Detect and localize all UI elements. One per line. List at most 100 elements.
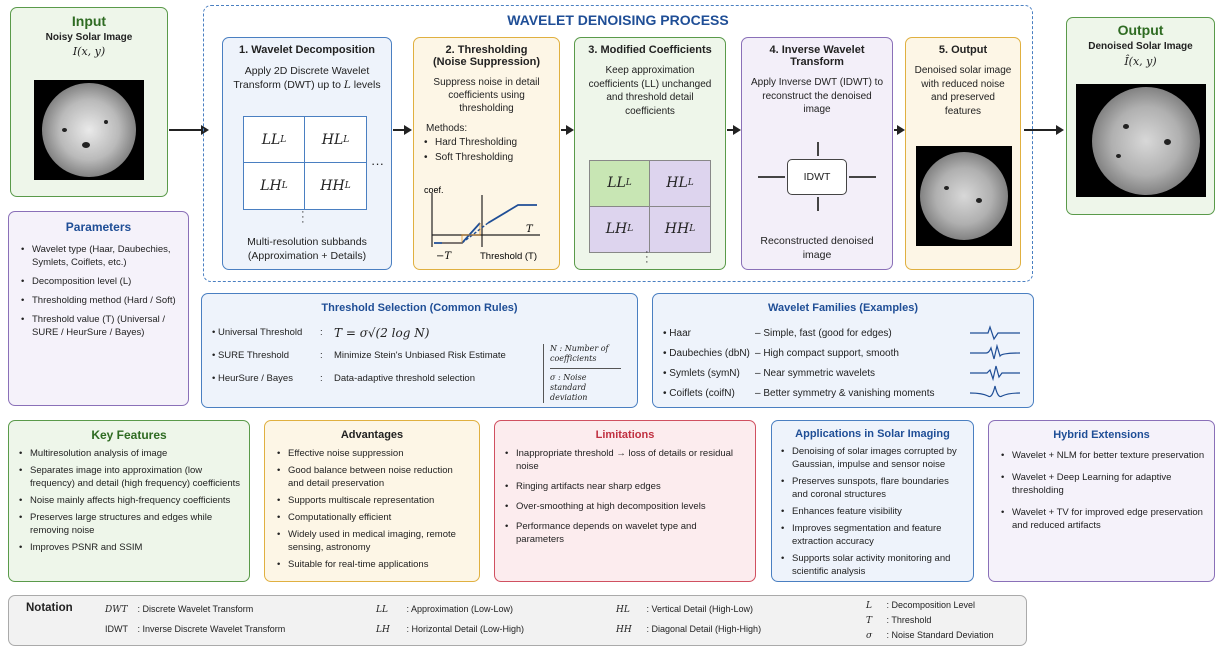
hybrid-title: Hybrid Extensions (1053, 429, 1150, 441)
advantage-item: Good balance between noise reduction and… (277, 464, 471, 490)
denoised-solar-image (1076, 84, 1206, 197)
notation-entry: DWT : Discrete Wavelet Transform (105, 604, 254, 615)
notation-entry: LH : Horizontal Detail (Low-High) (376, 624, 525, 635)
output-title: Output (1117, 22, 1164, 38)
application-item: Preserves sunspots, flare boundaries and… (781, 475, 967, 501)
threshold-selection-title: Threshold Selection (Common Rules) (321, 302, 518, 314)
input-title: Input (71, 13, 107, 29)
plot-neg-t-label: −T (436, 251, 452, 262)
output-subtitle: Denoised Solar Image (1088, 41, 1193, 52)
step-3-modified: 3. Modified Coefficients Keep approximat… (574, 37, 726, 270)
step-1-footer: Multi-resolution subbands (Approximation… (247, 236, 367, 262)
hybrid-item: Wavelet + TV for improved edge preservat… (1001, 506, 1206, 532)
notation-entry: HL : Vertical Detail (High-Low) (616, 604, 754, 615)
arrow-step2-3 (561, 125, 574, 135)
arrow-step3-4 (727, 125, 741, 135)
plot-ylabel: coef. (424, 185, 444, 195)
hybrid-item: Wavelet + NLM for better texture preserv… (1001, 449, 1206, 462)
application-item: Improves segmentation and feature extrac… (781, 522, 967, 548)
input-subtitle: Noisy Solar Image (45, 32, 133, 43)
feature-item: Multiresolution analysis of image (19, 447, 241, 460)
limitation-item: Ringing artifacts near sharp edges (505, 480, 747, 493)
step-2-thresholding: 2. Thresholding (Noise Suppression) Supp… (413, 37, 560, 270)
idwt-block: IDWT (787, 159, 847, 195)
application-item: Denoising of solar images corrupted by G… (781, 445, 967, 471)
advantages-title: Advantages (340, 429, 404, 441)
key-features-panel: Key Features Multiresolution analysis of… (8, 420, 250, 582)
arrow-step1-2 (393, 125, 412, 135)
step-1-decomposition: 1. Wavelet Decomposition Apply 2D Discre… (222, 37, 392, 270)
family-row: • Coiflets (coifN)– Better symmetry & va… (663, 383, 1028, 403)
limitation-item: Performance depends on wavelet type and … (505, 520, 747, 546)
limitations-panel: Limitations Inappropriate threshold → lo… (494, 420, 756, 582)
advantage-item: Widely used in medical imaging, remote s… (277, 528, 471, 554)
input-math: I(x, y) (72, 45, 106, 58)
step-2-title2: (Noise Suppression) (433, 56, 540, 68)
arrow-left-idwt (758, 176, 785, 178)
plot-t-label: T (526, 224, 534, 235)
applications-panel: Applications in Solar Imaging Denoising … (771, 420, 974, 582)
arrow-out-idwt (817, 197, 819, 211)
step-5-solar-image (916, 146, 1012, 246)
hybrid-panel: Hybrid Extensions Wavelet + NLM for bett… (988, 420, 1215, 582)
process-title: WAVELET DENOISING PROCESS (507, 12, 729, 28)
methods-list: Hard Thresholding Soft Thresholding (424, 136, 559, 164)
step-4-title: 4. Inverse Wavelet (769, 44, 865, 56)
advantage-item: Suitable for real-time applications (277, 558, 471, 571)
notation-entry: HH : Diagonal Detail (High-High) (616, 624, 762, 635)
param-item: Threshold value (T) (Universal / SURE / … (21, 313, 180, 339)
application-item: Supports solar activity monitoring and s… (781, 552, 967, 578)
feature-item: Noise mainly affects high-frequency coef… (19, 494, 241, 507)
advantage-item: Supports multiscale representation (277, 494, 471, 507)
wavelet-families-title: Wavelet Families (Examples) (768, 302, 918, 314)
limitation-item: Over-smoothing at high decomposition lev… (505, 500, 747, 513)
arrow-right-idwt (849, 176, 876, 178)
step-5-title: 5. Output (938, 44, 988, 56)
param-item: Thresholding method (Hard / Soft) (21, 294, 180, 307)
arrow-step4-5 (894, 125, 905, 135)
parameters-title: Parameters (65, 220, 132, 234)
haar-wavelet-icon (970, 325, 1020, 341)
ellipsis-v: ··· (301, 206, 305, 228)
notation-entry: σ : Noise Standard Deviation (866, 630, 994, 641)
note-n: N : Number of coefficients (550, 344, 621, 369)
process-frame (203, 5, 1033, 282)
arrow-input-to-process (169, 125, 209, 135)
step-2-text: Suppress noise in detail coefficients us… (433, 77, 540, 114)
plot-xlabel: Threshold (T) (480, 251, 537, 262)
output-panel: Output Denoised Solar Image Î(x, y) (1066, 17, 1215, 215)
parameters-panel: Parameters Wavelet type (Haar, Daubechie… (8, 211, 189, 406)
arrow-into-idwt (817, 142, 819, 156)
step-3-title: 3. Modified Coefficients (588, 44, 712, 56)
step-4-inverse: 4. Inverse Wavelet Transform Apply Inver… (741, 37, 893, 270)
notation-entry: L : Decomposition Level (866, 600, 976, 611)
limitation-item: Inappropriate threshold → loss of detail… (505, 447, 747, 473)
rule-row: • Universal Threshold:T = σ√(2 log N) (212, 326, 430, 340)
notation-entry: LL : Approximation (Low-Low) (376, 604, 514, 615)
symlets-wavelet-icon (970, 365, 1020, 382)
families-list: • Haar– Simple, fast (good for edges) • … (663, 323, 1028, 403)
method-hard: Hard Thresholding (424, 136, 559, 149)
method-soft: Soft Thresholding (424, 151, 559, 164)
rule-row: • SURE Threshold:Minimize Stein's Unbias… (212, 350, 506, 361)
notation-entry: T : Threshold (866, 615, 932, 626)
step-2-title: 2. Thresholding (445, 44, 528, 56)
step-4-text: Apply Inverse DWT (IDWT) to reconstruct … (750, 77, 884, 115)
step-3-text: Keep approximation coefficients (LL) unc… (588, 65, 712, 117)
step-5-text: Denoised solar image with reduced noise … (914, 65, 1012, 117)
step-5-output: 5. Output Denoised solar image with redu… (905, 37, 1021, 270)
family-row: • Daubechies (dbN)– High compact support… (663, 343, 1028, 363)
param-item: Decomposition level (L) (21, 275, 180, 288)
output-math: Î(x, y) (1124, 55, 1157, 68)
note-sigma: σ : Noise standard deviation (550, 373, 588, 402)
idwt-label: IDWT (803, 171, 831, 183)
hybrid-item: Wavelet + Deep Learning for adaptive thr… (1001, 471, 1206, 497)
